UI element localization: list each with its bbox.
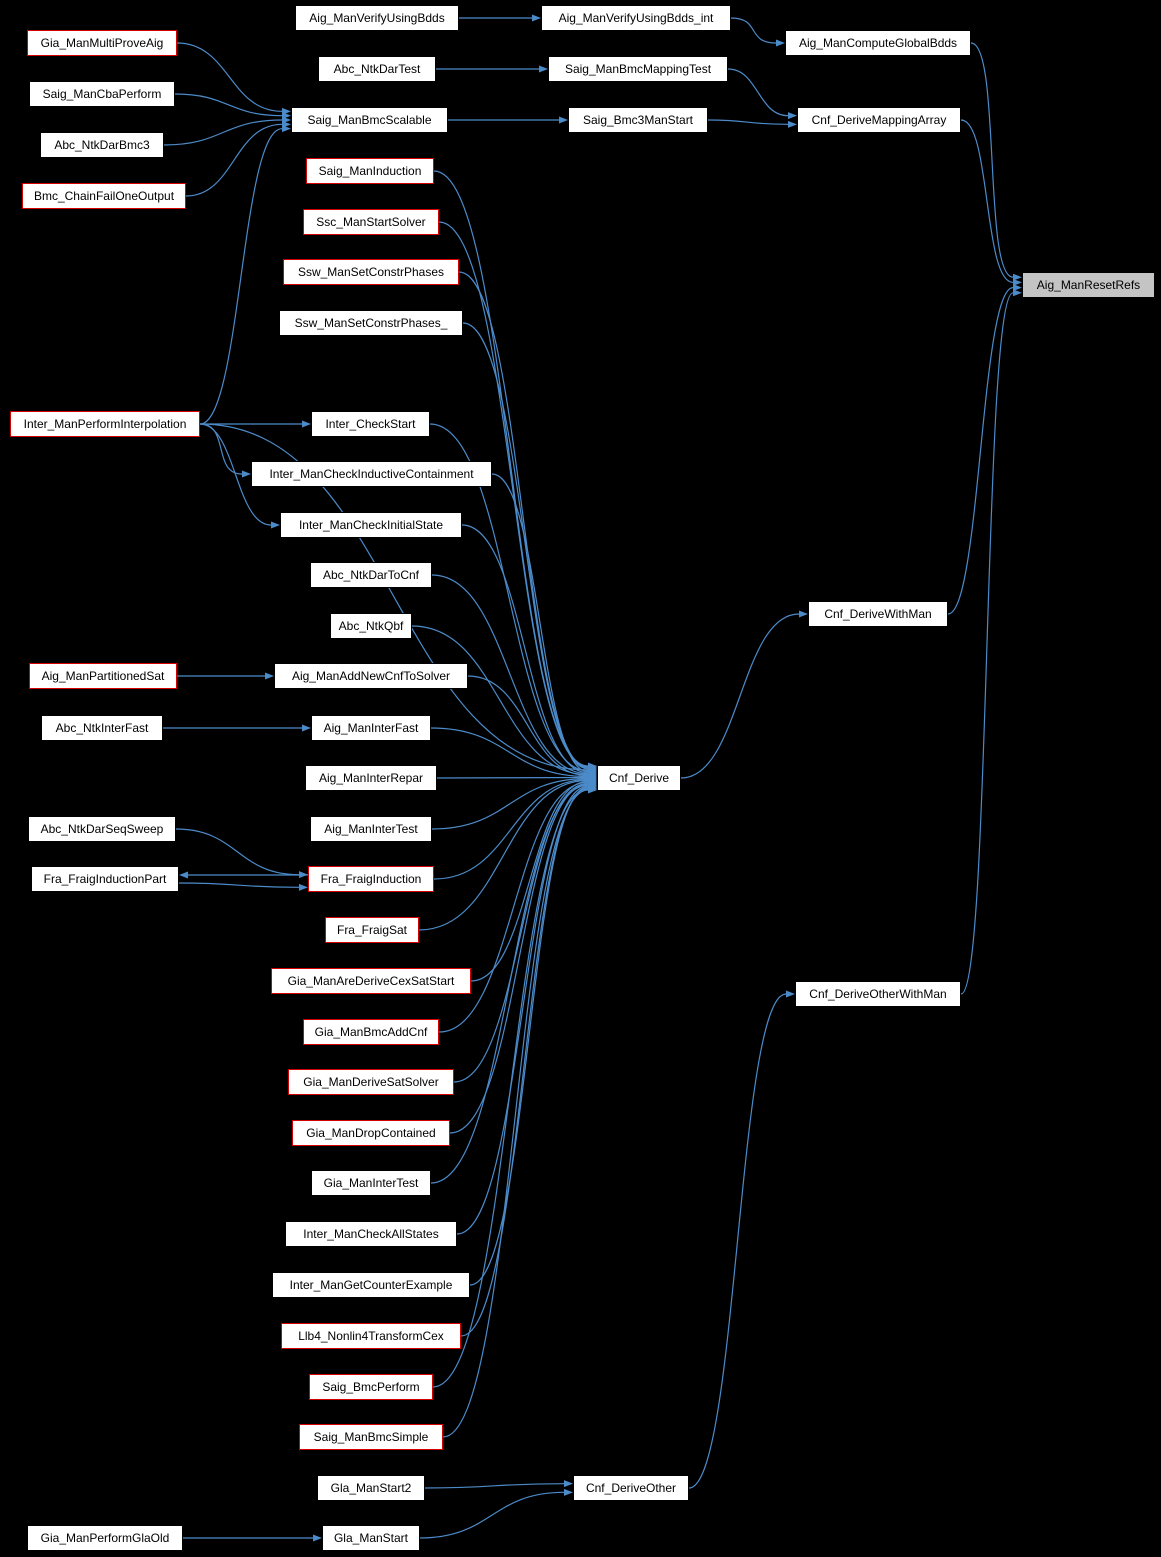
node-cnf-deriveother[interactable]: Cnf_DeriveOther	[573, 1475, 689, 1501]
edge-abc_ntkinterfast-to-aig_maninterfast	[163, 724, 311, 732]
node-saig-bmc3manstart[interactable]: Saig_Bmc3ManStart	[568, 107, 708, 133]
node-inter-mancheckinitialstate[interactable]: Inter_ManCheckInitialState	[280, 512, 462, 538]
node-abc-ntkqbf[interactable]: Abc_NtkQbf	[330, 613, 412, 639]
node-gia-manmultiproveaig[interactable]: Gia_ManMultiProveAig	[27, 30, 177, 56]
node-saig-maninduction[interactable]: Saig_ManInduction	[306, 158, 434, 184]
node-gia-mandropcontained[interactable]: Gia_ManDropContained	[292, 1120, 450, 1146]
node-fra-fraiginductionpart[interactable]: Fra_FraigInductionPart	[31, 866, 179, 892]
edge-cnf_derive-to-cnf_derivewithman	[680, 610, 808, 779]
node-saig-manbmcsimple[interactable]: Saig_ManBmcSimple	[299, 1424, 443, 1450]
node-cnf-derivemappingarray[interactable]: Cnf_DeriveMappingArray	[797, 107, 961, 133]
node-inter-checkstart[interactable]: Inter_CheckStart	[311, 411, 430, 437]
node-gla-manstart[interactable]: Gla_ManStart	[322, 1525, 420, 1551]
node-gla-manstart2[interactable]: Gla_ManStart2	[317, 1475, 425, 1501]
node-gia-manderivesatsolver[interactable]: Gia_ManDeriveSatSolver	[288, 1069, 454, 1095]
node-gia-manarederivecexsatstart[interactable]: Gia_ManAreDeriveCexSatStart	[271, 968, 471, 994]
edge-gla_manstart-to-cnf_deriveother	[419, 1488, 573, 1539]
node-aig-manresetrefs[interactable]: Aig_ManResetRefs	[1022, 272, 1155, 298]
node-ssc-manstartsolver[interactable]: Ssc_ManStartSolver	[303, 209, 439, 235]
node-cnf-deriveotherwithman[interactable]: Cnf_DeriveOtherWithMan	[795, 981, 961, 1007]
node-abc-ntkdartest[interactable]: Abc_NtkDarTest	[318, 56, 436, 82]
edge-cnf_derivewithman-to-aig_manresetrefs	[947, 284, 1022, 615]
node-aig-maninterrepar[interactable]: Aig_ManInterRepar	[305, 765, 437, 791]
node-gia-manbmcaddcnf[interactable]: Gia_ManBmcAddCnf	[303, 1019, 439, 1045]
edge-saig_manbmcmappingtest-to-cnf_derivemappingarray	[727, 68, 797, 120]
edge-inter_mancheckinductivecontainment-to-cnf_derive	[491, 473, 597, 776]
node-abc-ntkdarbmc3[interactable]: Abc_NtkDarBmc3	[40, 132, 164, 158]
node-aig-manpartitionedsat[interactable]: Aig_ManPartitionedSat	[29, 663, 177, 689]
node-abc-ntkinterfast[interactable]: Abc_NtkInterFast	[41, 715, 163, 741]
edge-gia_manperformglaold-to-gla_manstart	[182, 1534, 322, 1542]
node-gia-manperformglaold[interactable]: Gia_ManPerformGlaOld	[27, 1525, 183, 1551]
node-abc-ntkdarseqsweep[interactable]: Abc_NtkDarSeqSweep	[28, 816, 176, 842]
node-ssw-mansetconstrphases-[interactable]: Ssw_ManSetConstrPhases_	[279, 310, 463, 336]
edge-abc_ntkdartest-to-saig_manbmcmappingtest	[436, 65, 548, 73]
node-aig-manverifyusingbdds-int[interactable]: Aig_ManVerifyUsingBdds_int	[541, 5, 731, 31]
node-bmc-chainfailoneoutput[interactable]: Bmc_ChainFailOneOutput	[22, 183, 186, 209]
node-fra-fraigsat[interactable]: Fra_FraigSat	[325, 917, 419, 943]
node-abc-ntkdartocnf[interactable]: Abc_NtkDarToCnf	[310, 562, 432, 588]
node-cnf-derive[interactable]: Cnf_Derive	[597, 765, 681, 791]
edge-gia_manderivesatsolver-to-cnf_derive	[453, 779, 597, 1083]
edge-inter_manperforminterpolation-to-inter_mancheckinductivecontainment	[199, 423, 251, 478]
edge-saig_mancbaperform-to-saig_manbmcscalable	[174, 93, 291, 120]
edge-ssw_mansetconstrphases_-to-cnf_derive	[462, 322, 597, 773]
edge-fra_fraiginduction-to-fra_fraiginductionpart	[179, 871, 308, 879]
edge-abc_ntkqbf-to-cnf_derive	[411, 625, 597, 779]
edge-inter_manperforminterpolation-to-inter_checkstart	[200, 420, 311, 428]
edge-cnf_derivemappingarray-to-aig_manresetrefs	[960, 119, 1022, 286]
node-gia-manintertest[interactable]: Gia_ManInterTest	[311, 1170, 431, 1196]
edge-fra_fraigsat-to-cnf_derive	[418, 776, 597, 931]
node-saig-bmcperform[interactable]: Saig_BmcPerform	[309, 1374, 433, 1400]
node-ssw-mansetconstrphases[interactable]: Ssw_ManSetConstrPhases	[283, 259, 459, 285]
edge-cnf_deriveotherwithman-to-aig_manresetrefs	[960, 289, 1022, 995]
edge-inter_mancheckallstates-to-cnf_derive	[456, 782, 597, 1235]
edge-inter_manperforminterpolation-to-saig_manbmcscalable	[199, 125, 291, 425]
edge-aig_maninterrepar-to-cnf_derive	[436, 774, 597, 782]
edge-inter_manperforminterpolation-to-inter_mancheckinitialstate	[199, 423, 280, 529]
edge-aig_mancomputeglobalbdds-to-aig_manresetrefs	[970, 42, 1022, 281]
node-inter-mancheckinductivecontainment[interactable]: Inter_ManCheckInductiveContainment	[251, 461, 492, 487]
node-fra-fraiginduction[interactable]: Fra_FraigInduction	[308, 866, 434, 892]
edge-abc_ntkdarseqsweep-to-fra_fraiginduction	[175, 828, 308, 879]
edge-aig_manverifyusingbdds-to-aig_manverifyusingbdds_int	[459, 14, 541, 22]
node-saig-mancbaperform[interactable]: Saig_ManCbaPerform	[29, 81, 175, 107]
edge-saig_bmc3manstart-to-cnf_derivemappingarray	[707, 119, 797, 128]
edge-saig_manbmcscalable-to-saig_bmc3manstart	[448, 116, 568, 124]
node-llb4-nonlin4transformcex[interactable]: Llb4_Nonlin4TransformCex	[281, 1323, 461, 1349]
node-aig-manintertest[interactable]: Aig_ManInterTest	[310, 816, 432, 842]
edge-saig_manbmcsimple-to-cnf_derive	[442, 786, 597, 1438]
node-inter-mancheckallstates[interactable]: Inter_ManCheckAllStates	[285, 1221, 457, 1247]
edge-cnf_deriveother-to-cnf_deriveotherwithman	[688, 990, 795, 1489]
node-cnf-derivewithman[interactable]: Cnf_DeriveWithMan	[808, 601, 948, 627]
node-aig-mancomputeglobalbdds[interactable]: Aig_ManComputeGlobalBdds	[785, 30, 971, 56]
edge-aig_manverifyusingbdds_int-to-aig_mancomputeglobalbdds	[730, 17, 785, 47]
edge-ssw_mansetconstrphases-to-cnf_derive	[458, 271, 597, 772]
edge-inter_mangetcounterexample-to-cnf_derive	[469, 783, 597, 1286]
node-aig-manverifyusingbdds[interactable]: Aig_ManVerifyUsingBdds	[295, 5, 459, 31]
node-inter-manperforminterpolation[interactable]: Inter_ManPerformInterpolation	[10, 411, 200, 437]
node-aig-maninterfast[interactable]: Aig_ManInterFast	[311, 715, 431, 741]
edge-aig_manpartitionedsat-to-aig_manaddnewcnftosolver	[176, 672, 274, 680]
node-inter-mangetcounterexample[interactable]: Inter_ManGetCounterExample	[272, 1272, 470, 1298]
edge-gia_manmultiproveaig-to-saig_manbmcscalable	[176, 42, 291, 115]
edge-abc_ntkdarbmc3-to-saig_manbmcscalable	[163, 116, 291, 146]
edge-gia_manbmcaddcnf-to-cnf_derive	[438, 778, 597, 1033]
edge-gla_manstart2-to-cnf_deriveother	[424, 1480, 573, 1489]
edge-fra_fraiginductionpart-to-fra_fraiginduction	[178, 882, 308, 891]
node-saig-manbmcmappingtest[interactable]: Saig_ManBmcMappingTest	[548, 56, 728, 82]
edge-llb4_nonlin4transformcex-to-cnf_derive	[460, 784, 597, 1337]
node-aig-manaddnewcnftosolver[interactable]: Aig_ManAddNewCnfToSolver	[274, 663, 468, 689]
node-saig-manbmcscalable[interactable]: Saig_ManBmcScalable	[291, 107, 448, 133]
